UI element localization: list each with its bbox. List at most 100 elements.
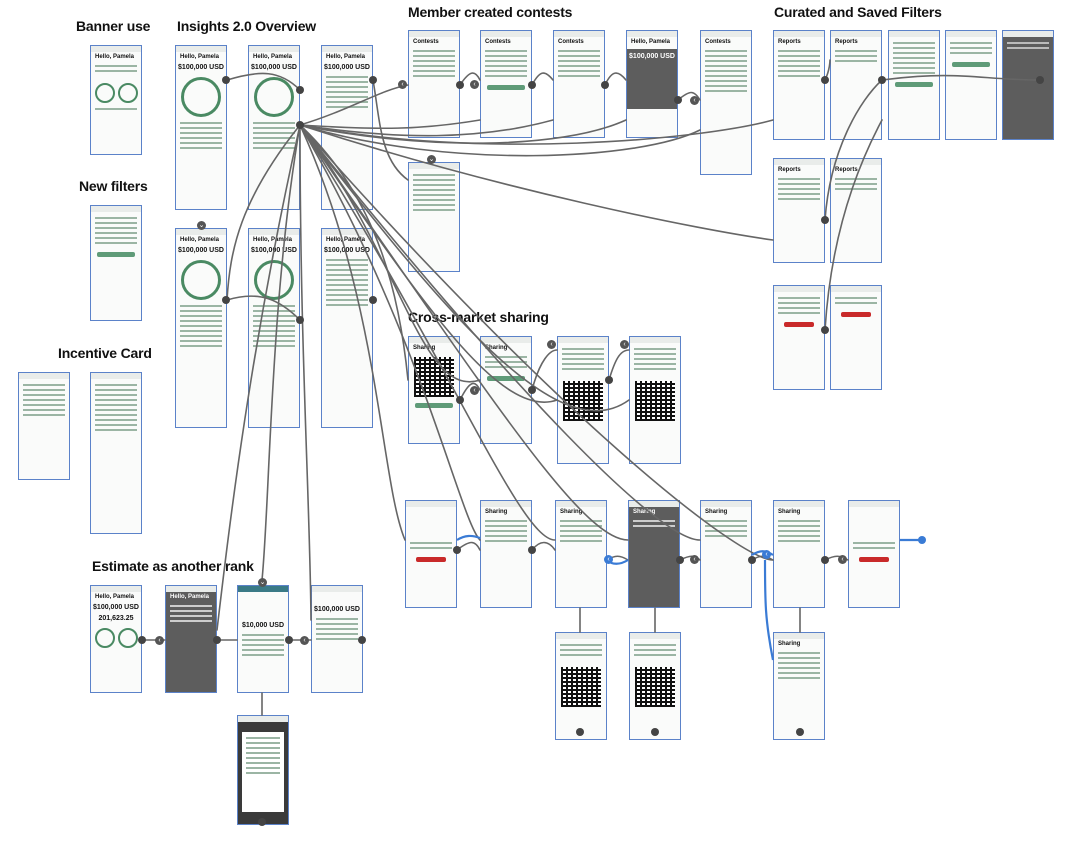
back-chevron-icon[interactable]: ‹ <box>470 386 479 395</box>
sharing-list-5[interactable]: Sharing <box>773 632 825 740</box>
section-title-insights-overview: Insights 2.0 Overview <box>177 18 316 34</box>
connector-node <box>748 556 756 564</box>
back-chevron-icon[interactable]: ‹ <box>762 550 771 559</box>
remove-button[interactable] <box>416 557 446 562</box>
sharing-title: Sharing <box>705 509 728 515</box>
contests-screen-4[interactable]: Hello, Pamela $100,000 USD <box>626 30 678 138</box>
reports-title: Reports <box>778 167 801 173</box>
connector-node <box>878 76 886 84</box>
amount-text: $100,000 USD <box>629 53 675 60</box>
connector-node <box>213 636 221 644</box>
connector-node <box>821 326 829 334</box>
banner-screen[interactable]: Hello, Pamela <box>90 45 142 155</box>
sharing-remove-screen[interactable] <box>848 500 900 608</box>
remove-button[interactable] <box>859 557 889 562</box>
apply-filter-button[interactable] <box>97 252 135 257</box>
back-chevron-icon[interactable]: ‹ <box>300 636 309 645</box>
connector-node <box>605 376 613 384</box>
incentive-card-screen-b[interactable] <box>90 372 142 534</box>
save-filter-button[interactable] <box>895 82 933 87</box>
create-contest-button[interactable] <box>487 85 525 90</box>
sharing-title: Sharing <box>633 509 656 515</box>
greeting-text: Hello, Pamela <box>180 54 220 60</box>
insights-screen-4[interactable]: Hello, Pamela $100,000 USD <box>175 228 227 428</box>
sharing-list-1[interactable]: Sharing <box>480 500 532 608</box>
down-chevron-icon[interactable]: ⌄ <box>427 155 436 164</box>
sharing-qr-1[interactable] <box>555 632 607 740</box>
confirm-filter-button[interactable] <box>952 62 990 67</box>
delete-button[interactable] <box>841 312 871 317</box>
connector-node <box>296 316 304 324</box>
back-chevron-icon[interactable]: ‹ <box>398 80 407 89</box>
sharing-confirm-screen[interactable] <box>405 500 457 608</box>
back-chevron-icon[interactable]: ‹ <box>620 340 629 349</box>
filter-screen-2[interactable] <box>945 30 997 140</box>
amount-text: $100,000 USD <box>178 247 224 254</box>
sharing-title: Sharing <box>485 509 508 515</box>
down-chevron-icon[interactable]: ⌄ <box>258 578 267 587</box>
connector-node <box>296 121 304 129</box>
contests-title: Contests <box>705 39 731 45</box>
new-filters-screen[interactable] <box>90 205 142 321</box>
amount-text: $100,000 USD <box>314 606 360 613</box>
connector-node <box>258 818 266 826</box>
sharing-list-4[interactable]: Sharing <box>773 500 825 608</box>
connector-node <box>222 296 230 304</box>
connector-node <box>796 728 804 736</box>
greeting-text: Hello, Pamela <box>253 237 293 243</box>
connector-node <box>821 76 829 84</box>
delete-filter-screen-1[interactable] <box>773 285 825 390</box>
sharing-market-select-1[interactable] <box>557 336 609 464</box>
filter-screen-1[interactable] <box>888 30 940 140</box>
connector-node <box>528 546 536 554</box>
contests-screen-3[interactable]: Contests <box>553 30 605 138</box>
connector-node <box>296 86 304 94</box>
insights-screen-1[interactable]: Hello, Pamela $100,000 USD <box>175 45 227 210</box>
back-chevron-icon[interactable]: ‹ <box>470 80 479 89</box>
connector-node <box>821 216 829 224</box>
sharing-market-select-2[interactable] <box>629 336 681 464</box>
share-button[interactable] <box>415 403 453 408</box>
qr-code <box>635 667 675 707</box>
back-chevron-icon[interactable]: ‹ <box>604 555 613 564</box>
filter-modal-screen[interactable] <box>1002 30 1054 140</box>
estimate-modal[interactable]: Hello, Pamela <box>165 585 217 693</box>
sharing-qr-2[interactable] <box>629 632 681 740</box>
sharing-modal[interactable]: Sharing <box>628 500 680 608</box>
connector-node <box>651 728 659 736</box>
down-chevron-icon[interactable]: ⌄ <box>197 221 206 230</box>
incentive-card-screen-a[interactable] <box>18 372 70 480</box>
back-chevron-icon[interactable]: ‹ <box>838 555 847 564</box>
connector-node <box>456 396 464 404</box>
sharing-title: Sharing <box>778 641 801 647</box>
greeting-text: Hello, Pamela <box>95 594 135 600</box>
greeting-text: Hello, Pamela <box>326 237 366 243</box>
share-button[interactable] <box>487 376 525 381</box>
estimate-screen-1[interactable]: Hello, Pamela $100,000 USD 201,623.25 <box>90 585 142 693</box>
connector-node-selected <box>918 536 926 544</box>
back-chevron-icon[interactable]: ‹ <box>547 340 556 349</box>
contests-screen-2[interactable]: Contests <box>480 30 532 138</box>
reports-screen-3[interactable]: Reports <box>773 158 825 263</box>
delete-button[interactable] <box>784 322 814 327</box>
contests-screen-5[interactable]: Contests <box>700 30 752 175</box>
sharing-list-3[interactable]: Sharing <box>700 500 752 608</box>
reports-title: Reports <box>835 39 858 45</box>
connector-node <box>285 636 293 644</box>
back-chevron-icon[interactable]: ‹ <box>690 96 699 105</box>
delete-filter-screen-2[interactable] <box>830 285 882 390</box>
connector-node <box>1036 76 1044 84</box>
estimate-disclaimer[interactable] <box>237 715 289 825</box>
section-title-member-contests: Member created contests <box>408 4 573 20</box>
estimate-screen-3[interactable]: $100,000 USD <box>311 585 363 693</box>
sharing-list-2[interactable]: Sharing <box>555 500 607 608</box>
back-chevron-icon[interactable]: ‹ <box>155 636 164 645</box>
greeting-text: Hello, Pamela <box>170 594 210 600</box>
connector-node <box>676 556 684 564</box>
reports-screen-2[interactable]: Reports <box>830 30 882 140</box>
amount-text: $100,000 USD <box>324 64 370 71</box>
estimate-screen-2[interactable]: $10,000 USD <box>237 585 289 693</box>
reports-screen-1[interactable]: Reports <box>773 30 825 140</box>
amount-text: $100,000 USD <box>324 247 370 254</box>
back-chevron-icon[interactable]: ‹ <box>690 555 699 564</box>
